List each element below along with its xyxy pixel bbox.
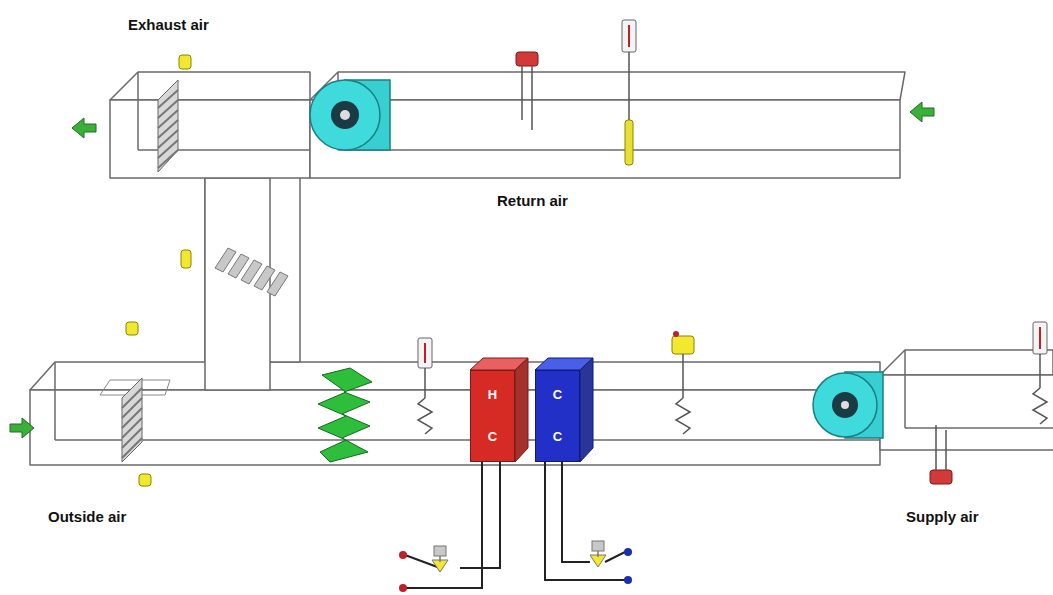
heating-pipes — [405, 462, 500, 588]
duct-edge — [55, 439, 880, 441]
duct-edge — [338, 149, 900, 151]
outside-air-damper — [100, 378, 170, 462]
cooling-coil-side — [580, 358, 593, 462]
flow-arrow — [72, 118, 96, 138]
temperature-sensor — [418, 338, 432, 434]
air-stream-label: Exhaust air — [128, 16, 209, 33]
cooling-coil: C C — [535, 370, 580, 462]
supply-duct — [30, 390, 880, 465]
heating-coil: H C — [470, 370, 515, 462]
duct-top — [880, 350, 1053, 375]
pipe-end — [399, 551, 407, 559]
heating-valve — [432, 546, 448, 572]
duct-edge — [904, 350, 906, 428]
supply-duct — [880, 375, 1053, 450]
duct-edge — [905, 427, 1053, 429]
coil-letter: C C — [551, 374, 564, 458]
damper-actuator — [181, 250, 191, 268]
duct-edge — [137, 72, 139, 150]
damper-actuator — [126, 322, 138, 335]
damper-actuator — [179, 55, 191, 69]
humidity-sensor — [672, 331, 694, 434]
return-fan — [310, 80, 390, 150]
pressure-sensor — [930, 425, 952, 484]
air-stream-label: Supply air — [906, 508, 979, 525]
air-stream-label: Return air — [497, 192, 568, 209]
exhaust-duct — [110, 100, 310, 178]
cooling-valve — [590, 541, 606, 567]
air-stream-label: Outside air — [48, 508, 126, 525]
flow-arrow — [910, 102, 934, 122]
flow-arrow — [10, 418, 34, 438]
duct-top — [30, 362, 880, 390]
mixing-damper — [215, 248, 288, 296]
coil-letter: H C — [486, 374, 499, 458]
temperature-sensor — [622, 20, 636, 165]
supply-fan — [813, 372, 883, 438]
air-filter — [318, 368, 372, 462]
temperature-sensor — [1033, 322, 1047, 424]
pipe-end — [624, 548, 632, 556]
pressure-sensor — [516, 52, 538, 130]
pipe-end — [624, 576, 632, 584]
duct-top — [310, 72, 905, 100]
duct-top — [110, 72, 310, 100]
exhaust-damper — [158, 80, 178, 172]
damper-actuator — [139, 474, 151, 486]
duct-edge — [54, 362, 56, 440]
return-duct — [310, 100, 900, 178]
cooling-pipes — [545, 462, 625, 580]
pipe-end — [399, 584, 407, 592]
heating-coil-side — [515, 358, 528, 462]
